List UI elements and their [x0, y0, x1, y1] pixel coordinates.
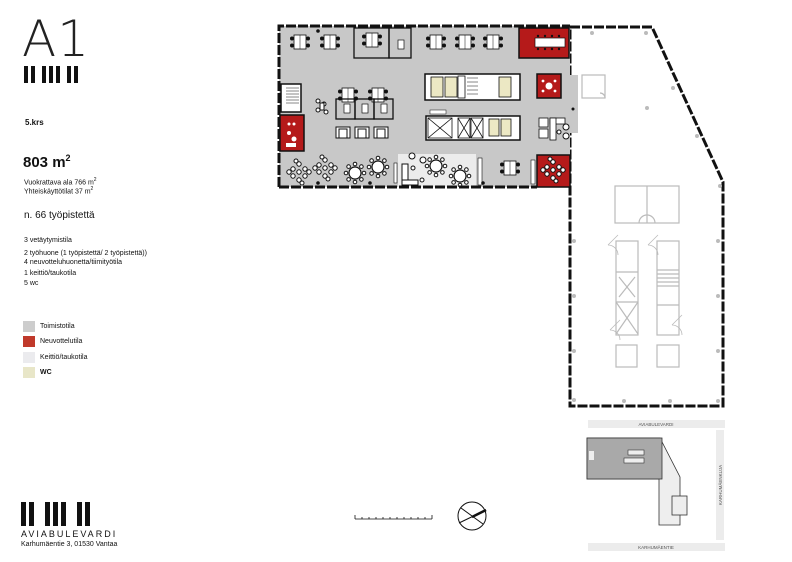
total-area: 803 m2 [23, 153, 71, 171]
room-list-item: 2 työhuone (1 työpistettä/ 2 työpistettä… [24, 249, 147, 257]
room-list-item: 3 vetäytymistila [24, 237, 72, 244]
west-wing [277, 24, 578, 189]
legend-item-office: Toimistotila [23, 320, 87, 332]
street-karhumaenkuja: KARHUMÄENKUJA [717, 465, 723, 505]
work-cells [335, 98, 394, 120]
service-core-north [424, 73, 521, 101]
street-aviabulevardi: AVIABULEVARDI [638, 422, 673, 427]
rentable-area: Vuokrattava ala 766 m2 [24, 177, 97, 187]
brand-name: AVIABULEVARDI [21, 529, 118, 539]
east-wing [568, 25, 725, 408]
building-barcode-logo [24, 66, 82, 83]
east-wing-cores [581, 74, 680, 368]
room-list-item: 1 keittiö/taukotila [24, 269, 77, 277]
shared-area: Yhteiskäyttötilat 37 m2 [24, 186, 94, 196]
building-title: A1 [22, 10, 91, 68]
room-list: 3 vetäytymistila 2 työhuone (1 työpistet… [24, 236, 147, 289]
address: Karhumäentie 3, 01530 Vantaa [21, 541, 118, 548]
north-arrow-icon [457, 501, 487, 531]
street-karhumaentie: KARHUMÄENTIE [638, 544, 674, 550]
site-plan-inset: AVIABULEVARDI KARHUMÄENTIE KARHUMÄENKUJA [586, 420, 725, 551]
floor-label: 5.krs [25, 118, 44, 127]
brand-barcode-logo [21, 502, 94, 526]
legend-item-kitchen: Keittiö/taukotila [23, 351, 87, 363]
room-list-item: 4 neuvotteluhuonetta/tiimityötila [24, 259, 123, 267]
legend-item-wc: WC [23, 367, 87, 379]
scale-bar [354, 515, 433, 520]
legend: Toimistotila Neuvottelutila Keittiö/tauk… [23, 320, 87, 382]
workstation-count: n. 66 työpistettä [24, 210, 95, 221]
room-list-item: 5 wc [24, 280, 39, 288]
legend-item-meeting: Neuvottelutila [23, 336, 87, 348]
service-core-south [425, 109, 521, 141]
